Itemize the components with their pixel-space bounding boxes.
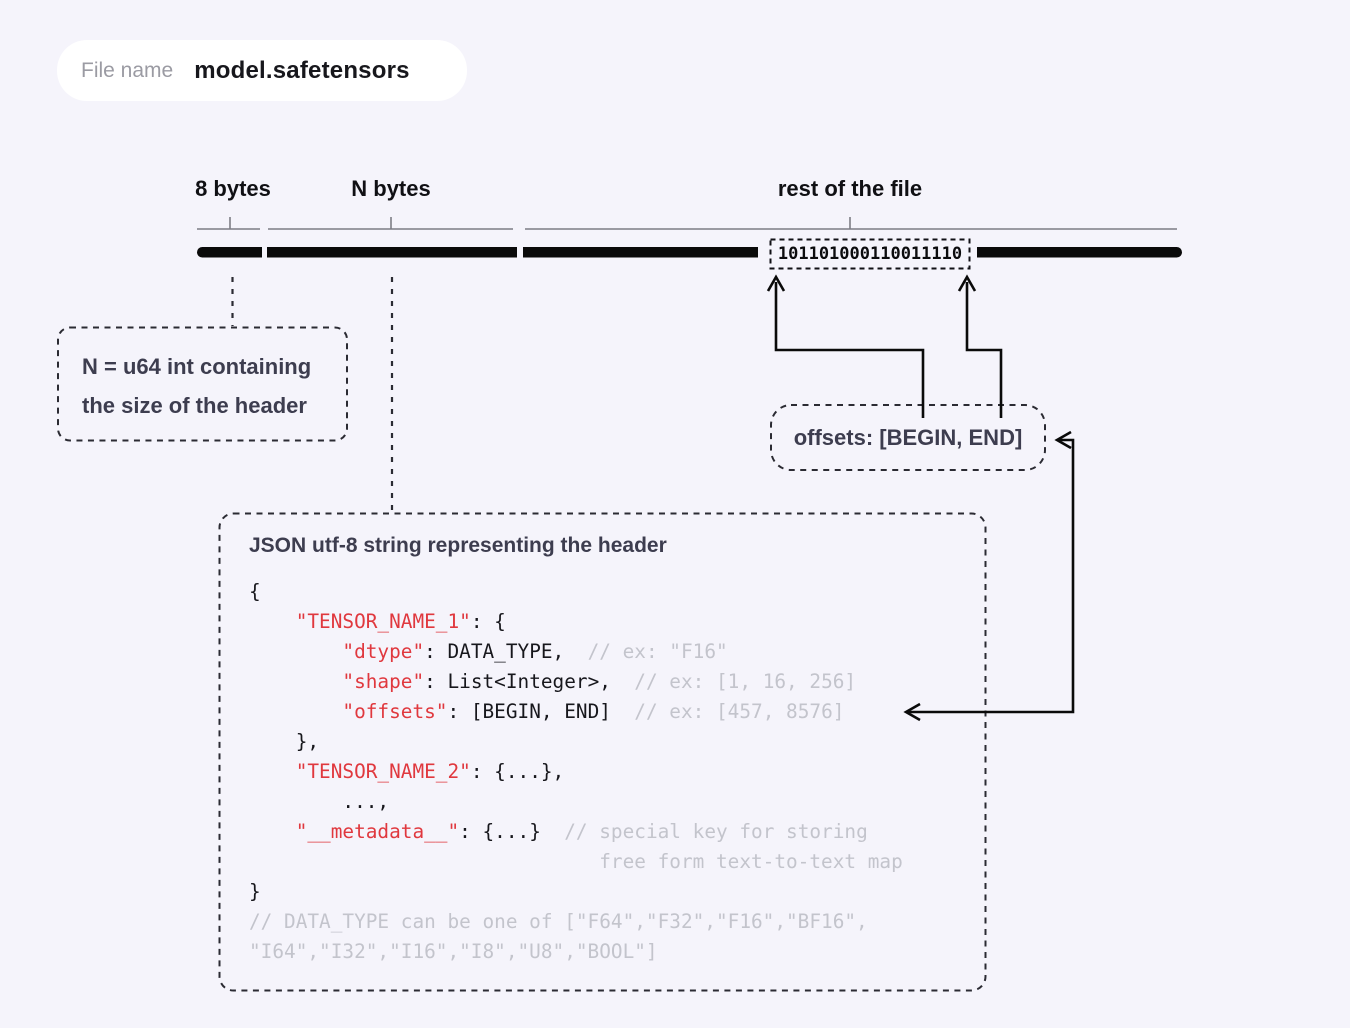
json-header-box	[218, 512, 987, 992]
json-header-code: { "TENSOR_NAME_1": { "dtype": DATA_TYPE,…	[249, 577, 903, 967]
code-line: }	[249, 880, 261, 903]
bar-segment-rest-left	[523, 247, 758, 258]
code-line: "TENSOR_NAME_2": {...},	[295, 760, 565, 783]
arrow-end-to-binary-end	[957, 274, 1003, 418]
dashed-connectors	[231, 277, 394, 512]
arrowhead-left-into-json-line	[903, 702, 921, 722]
u64-callout-box	[57, 326, 348, 442]
u64-callout-line2: the size of the header	[82, 393, 307, 418]
file-name-label: File name	[81, 58, 174, 82]
arrow-begin-path	[774, 282, 925, 418]
code-line: "TENSOR_NAME_1": {	[295, 610, 506, 633]
bar-segment-8bytes-square-end	[230, 247, 262, 258]
bar-segment-rest-right-square-end	[977, 247, 1077, 258]
code-line: "I64","I32","I16","I8","U8","BOOL"]	[249, 940, 658, 963]
bracket-rules	[197, 217, 1177, 230]
label-n-bytes: N bytes	[351, 176, 431, 201]
arrowhead-up-end	[957, 274, 977, 292]
binary-region-box	[769, 238, 971, 270]
u64-callout-text: N = u64 int containing the size of the h…	[82, 347, 342, 425]
arrow-json-offsets-to-callout	[903, 430, 1075, 722]
arrowhead-left-into-callout	[1054, 430, 1072, 450]
label-8-bytes: 8 bytes	[195, 176, 271, 201]
file-name-pill: File name model.safetensors	[57, 40, 467, 101]
byte-bar	[197, 247, 1182, 258]
label-rest-of-file: rest of the file	[777, 176, 923, 201]
arrow-begin-to-binary-start	[766, 274, 925, 418]
code-line: {	[249, 580, 261, 603]
code-line: },	[249, 730, 320, 753]
code-line: free form text-to-text map	[249, 850, 903, 873]
arrowhead-up-begin	[766, 274, 786, 292]
offsets-callout-text: offsets: [BEGIN, END]	[793, 425, 1023, 450]
arrow-end-path	[965, 282, 1003, 418]
offsets-connector-path	[907, 438, 1075, 714]
code-line: "offsets": [BEGIN, END] // ex: [457, 857…	[342, 700, 845, 723]
u64-callout-line1: N = u64 int containing	[82, 354, 312, 379]
code-line: "dtype": DATA_TYPE, // ex: "F16"	[342, 640, 728, 663]
file-name-value: model.safetensors	[194, 56, 410, 84]
json-box-title: JSON utf-8 string representing the heade…	[249, 534, 667, 557]
code-line: // DATA_TYPE can be one of ["F64","F32",…	[249, 910, 868, 933]
code-line: ...,	[249, 790, 390, 813]
bar-segment-nbytes	[267, 247, 517, 258]
offsets-callout-box	[770, 404, 1046, 471]
code-line: "__metadata__": {...} // special key for…	[295, 820, 868, 843]
binary-string: 101101000110011110	[777, 244, 963, 264]
code-line: "shape": List<Integer>, // ex: [1, 16, 2…	[342, 670, 857, 693]
